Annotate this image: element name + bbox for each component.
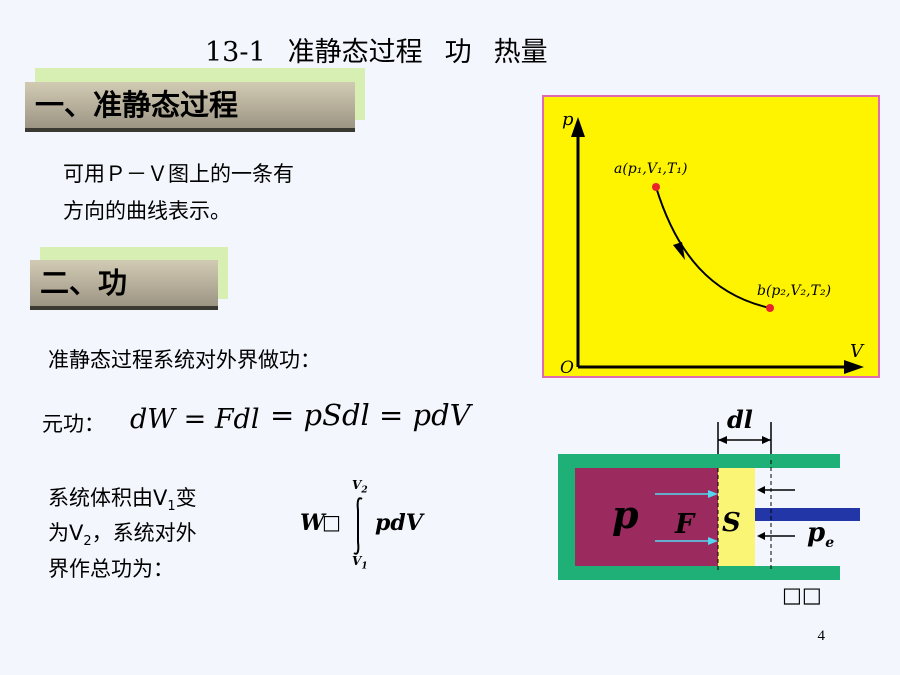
section1-heading: 一、准静态过程 (25, 82, 355, 132)
force-arrowhead-bottom (708, 537, 718, 545)
dl-arrow-left (718, 436, 727, 444)
pv-curve-arrow (673, 242, 685, 260)
integral-sign (353, 497, 363, 555)
gas-region (575, 468, 718, 566)
section2-heading: 二、功 (30, 260, 218, 310)
piston-plate (718, 468, 755, 566)
integral-upper: V2 (352, 478, 368, 496)
integral-lhs: W (300, 510, 325, 536)
pv-diagram: p V O a(p₁,V₁,T₁) b(p₂,V₂,T₂) (542, 95, 880, 378)
element-work-label: 元功： (42, 412, 105, 436)
total-work-line1: 系统体积由V1变 (48, 486, 197, 515)
force-label: F (674, 509, 696, 540)
cylinder-top-wall (558, 454, 840, 468)
integral-box: □ (322, 510, 341, 534)
pv-y-arrow (571, 117, 585, 137)
pv-point-a (652, 183, 660, 191)
pe-arrowhead-top (757, 486, 765, 494)
element-work-eq2: = pSdl = pdV (270, 398, 471, 432)
section1-line1: 可用Ｐ－Ｖ图上的一条有 (63, 162, 294, 186)
cylinder-bottom-wall (558, 566, 840, 580)
piston-rod (755, 508, 860, 521)
pv-x-arrow (844, 360, 864, 374)
force-arrowhead-top (708, 490, 718, 498)
total-work-line3: 界作总功为： (48, 557, 174, 581)
page-number: 4 (817, 628, 826, 644)
gas-pressure-label: p (612, 492, 639, 537)
pv-point-b (766, 304, 774, 312)
pv-x-label: V (850, 341, 865, 362)
piston-dl-label: dl (727, 405, 753, 434)
piston-caption: □□ (782, 583, 822, 607)
pe-arrowhead-bottom (757, 532, 765, 540)
area-label: S (722, 508, 741, 538)
pv-y-label: p (562, 109, 574, 130)
section2-desc: 准静态过程系统对外界做功： (48, 348, 321, 372)
pv-diagram-background (542, 95, 880, 378)
element-work-eq1: dW = Fdl (130, 404, 260, 435)
pv-process-curve (655, 186, 771, 309)
section1-line2: 方向的曲线表示。 (63, 199, 231, 223)
integral-body: pdV (375, 510, 423, 536)
total-work-line2: 为V2，系统对外 (48, 521, 197, 550)
pv-origin-label: O (560, 358, 574, 378)
pv-label-b: b(p₂,V₂,T₂) (757, 283, 831, 299)
total-work-formula: W □ V2 pdV V1 (295, 478, 445, 578)
dl-arrow-right (762, 436, 771, 444)
integral-lower: V1 (352, 554, 368, 572)
piston-diagram: dl p F S pe □□ (558, 405, 860, 607)
cylinder-left-wall (558, 454, 575, 580)
external-pressure-label: pe (807, 518, 834, 551)
pv-label-a: a(p₁,V₁,T₁) (614, 161, 687, 177)
